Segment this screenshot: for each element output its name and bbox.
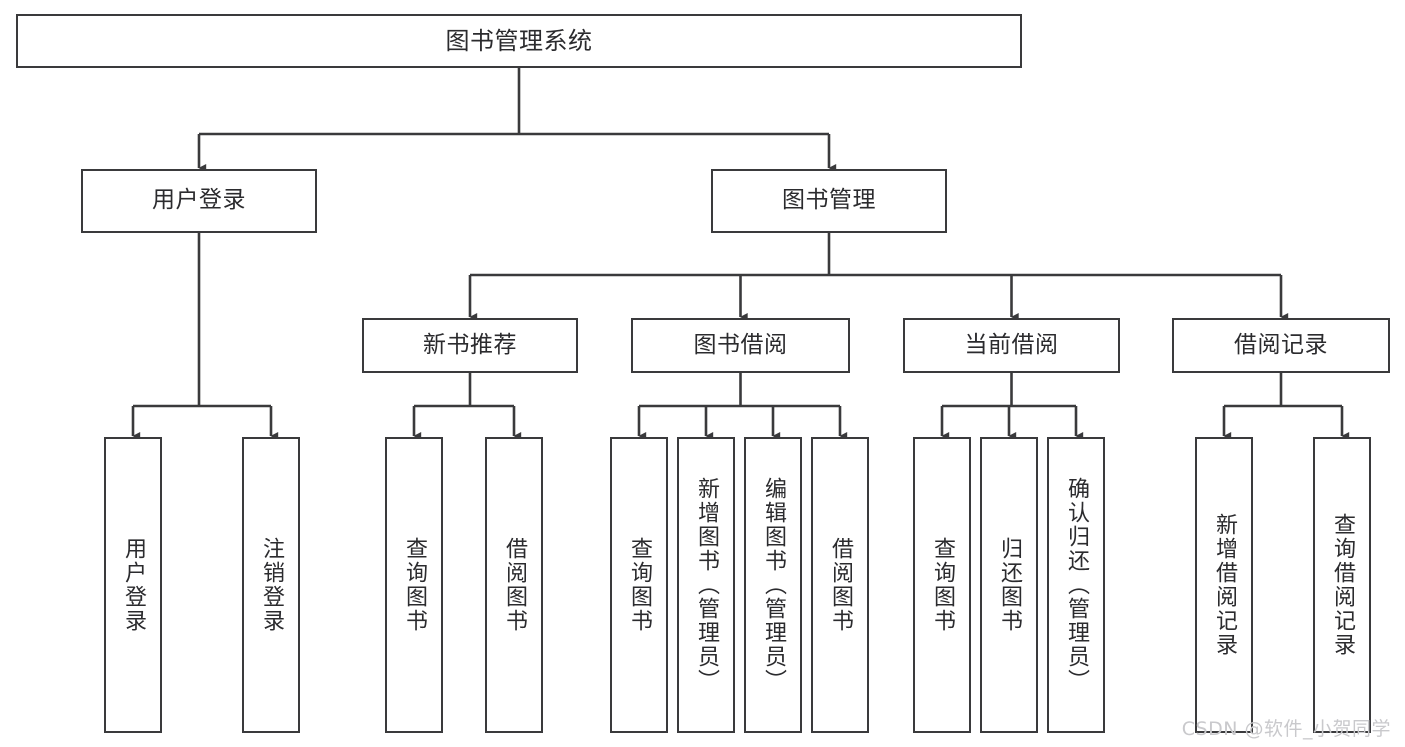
node-leaf-borrow-book-1: 借阅图书 xyxy=(485,437,543,733)
node-new-book-recommend: 新书推荐 xyxy=(362,318,578,373)
node-leaf-query-book-2: 查询图书 xyxy=(610,437,668,733)
node-label: 确认归还（管理员） xyxy=(1063,477,1089,693)
node-borrow-record: 借阅记录 xyxy=(1172,318,1390,373)
node-user-login: 用户登录 xyxy=(81,169,317,233)
node-label: 查询借阅记录 xyxy=(1329,513,1355,657)
node-current-borrow: 当前借阅 xyxy=(903,318,1120,373)
node-leaf-query-book-3: 查询图书 xyxy=(913,437,971,733)
node-label: 新增图书（管理员） xyxy=(693,477,719,693)
node-book-borrow: 图书借阅 xyxy=(631,318,850,373)
node-label: 新书推荐 xyxy=(423,331,517,358)
node-leaf-query-record: 查询借阅记录 xyxy=(1313,437,1371,733)
node-label: 编辑图书（管理员） xyxy=(760,477,786,693)
node-label: 查询图书 xyxy=(929,537,955,633)
node-leaf-query-book-1: 查询图书 xyxy=(385,437,443,733)
node-label: 注销登录 xyxy=(258,537,284,633)
node-label: 用户登录 xyxy=(152,187,246,214)
node-label: 查询图书 xyxy=(401,537,427,633)
node-label: 借阅图书 xyxy=(827,537,853,633)
node-leaf-logout: 注销登录 xyxy=(242,437,300,733)
node-label: 图书管理 xyxy=(782,187,876,214)
node-label: 图书借阅 xyxy=(693,331,788,358)
node-label: 借阅记录 xyxy=(1234,331,1328,358)
edge-group xyxy=(131,68,1350,440)
watermark-label: CSDN @软件_小贺同学 xyxy=(1181,718,1391,740)
node-leaf-confirm-return: 确认归还（管理员） xyxy=(1047,437,1105,733)
node-leaf-return-book: 归还图书 xyxy=(980,437,1038,733)
node-leaf-add-book: 新增图书（管理员） xyxy=(677,437,735,733)
node-label: 用户登录 xyxy=(120,537,146,633)
node-book-manage: 图书管理 xyxy=(711,169,947,233)
node-label: 借阅图书 xyxy=(501,537,527,633)
node-leaf-user-login: 用户登录 xyxy=(104,437,162,733)
node-label: 查询图书 xyxy=(626,537,652,633)
node-leaf-borrow-book-2: 借阅图书 xyxy=(811,437,869,733)
node-root: 图书管理系统 xyxy=(16,14,1022,68)
node-label: 图书管理系统 xyxy=(445,26,593,55)
node-label: 当前借阅 xyxy=(964,331,1059,358)
node-label: 新增借阅记录 xyxy=(1211,513,1237,657)
node-leaf-edit-book: 编辑图书（管理员） xyxy=(744,437,802,733)
node-leaf-add-record: 新增借阅记录 xyxy=(1195,437,1253,733)
node-label: 归还图书 xyxy=(996,537,1022,633)
